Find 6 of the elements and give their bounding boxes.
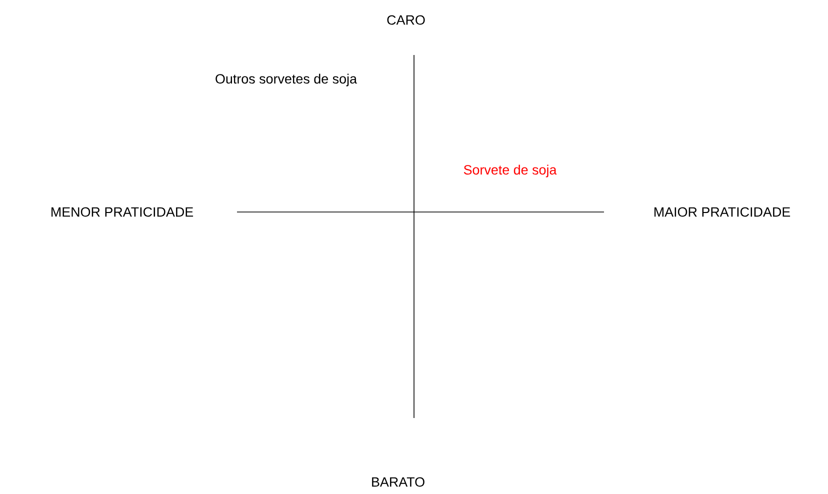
axis-label: MENOR PRATICIDADE <box>52 207 194 217</box>
brand-label: Outros sorvetes de soja <box>216 74 357 86</box>
brand-label: Sorvete de soja <box>464 164 557 178</box>
axis-label: MAIOR PRATICIDADE <box>654 207 790 217</box>
axis-label: BARATO <box>372 477 424 487</box>
axis-label: CARO <box>387 15 425 25</box>
